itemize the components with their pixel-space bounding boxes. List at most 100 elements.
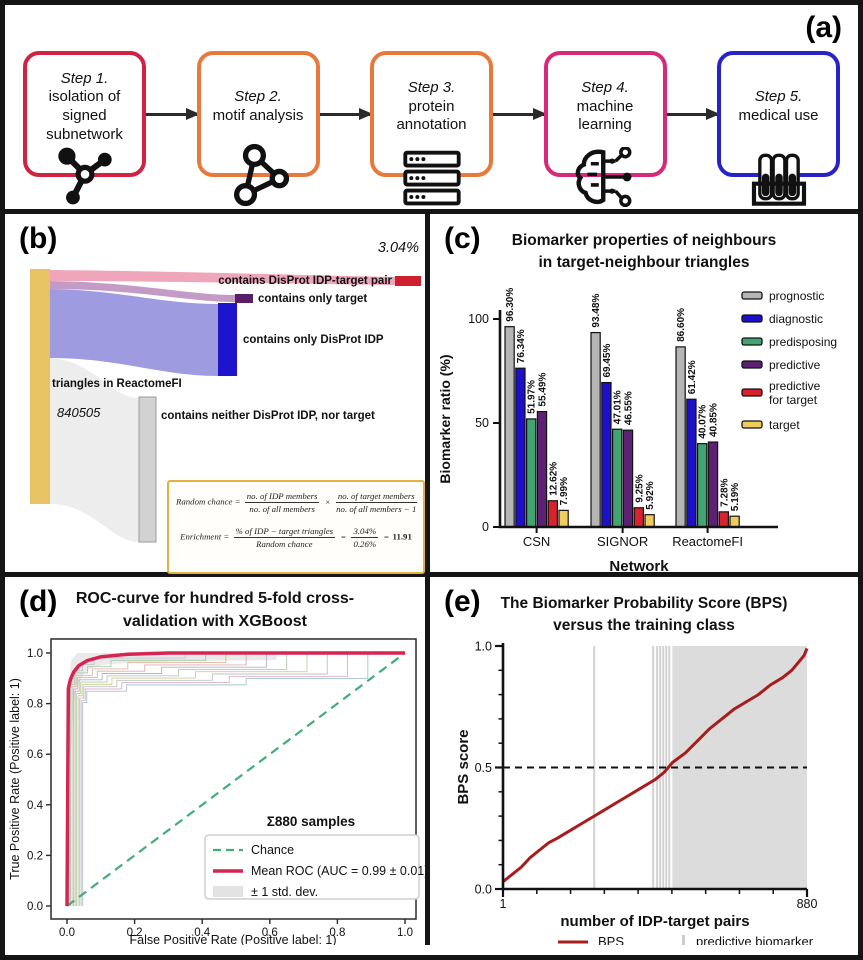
legend-label: prognostic bbox=[769, 289, 824, 303]
step-3-title: Step 3. bbox=[407, 78, 456, 96]
bar bbox=[729, 515, 740, 528]
bar bbox=[622, 429, 634, 528]
bar-value-label: 93.48% bbox=[591, 294, 602, 328]
x-tick-label: 0.8 bbox=[329, 927, 345, 939]
flow-arrow bbox=[666, 108, 720, 120]
signed-subnetwork-icon bbox=[54, 145, 116, 207]
sankey-flow-idp-target-pair bbox=[50, 270, 395, 285]
x-tick-label: 1 bbox=[500, 897, 507, 911]
plot-frame bbox=[50, 638, 417, 920]
step-1-title: Step 1. bbox=[60, 69, 109, 87]
sankey-label: contains DisProt IDP-target pair bbox=[218, 275, 392, 287]
flow-arrow bbox=[319, 108, 373, 120]
x-tick-label: SIGNOR bbox=[597, 534, 648, 549]
panel-e: (e) The Biomarker Probability Score (BPS… bbox=[430, 577, 858, 945]
x-axis-label: False Positive Rate (Positive label: 1) bbox=[129, 933, 336, 945]
formula-fraction: 3.04%0.26% bbox=[351, 526, 379, 549]
y-tick-label: 0.5 bbox=[475, 761, 492, 775]
fold-roc-line bbox=[77, 652, 405, 906]
y-tick-label: 0.4 bbox=[27, 800, 44, 812]
bar-value-label: 51.97% bbox=[527, 380, 538, 414]
enrichment-result: 11.91 bbox=[392, 531, 412, 542]
legend-box bbox=[204, 834, 420, 900]
sankey-label: contains neither DisProt IDP, nor target bbox=[161, 410, 375, 422]
legend-label: predictive biomarker bbox=[696, 934, 814, 945]
bar-value-label: 55.49% bbox=[538, 373, 549, 407]
legend-swatch bbox=[741, 420, 763, 429]
predictive-region bbox=[672, 646, 807, 889]
step-5-text: Step 5.medical use bbox=[738, 88, 818, 126]
fold-roc-line bbox=[82, 652, 405, 906]
sankey-source-label: triangles in ReactomeFI bbox=[52, 378, 182, 390]
legend-biomarker-sample bbox=[682, 935, 685, 945]
y-tick-label: 0.2 bbox=[27, 850, 43, 862]
bar bbox=[707, 441, 719, 528]
bar-value-label: 7.28% bbox=[719, 478, 730, 506]
sankey-annotation: 3.04% bbox=[378, 240, 419, 256]
flow-arrow bbox=[493, 108, 546, 120]
x-tick-label: 0.2 bbox=[127, 927, 143, 939]
bar-value-label: 5.19% bbox=[730, 483, 741, 511]
bar bbox=[558, 509, 569, 528]
x-tick-label: 0.0 bbox=[59, 927, 75, 939]
panel-d-label: (d) bbox=[19, 585, 58, 618]
bar-chart: 96.30%76.34%51.97%55.49%12.62%7.99%CSN93… bbox=[437, 288, 837, 575]
bar bbox=[718, 511, 730, 528]
x-axis-label: number of IDP-target pairs bbox=[560, 913, 749, 930]
step-4-desc: machine learning bbox=[576, 97, 634, 134]
bar bbox=[697, 443, 708, 528]
legend-swatch bbox=[741, 337, 763, 346]
legend-label: for target bbox=[769, 393, 818, 407]
fold-roc-line bbox=[79, 652, 405, 906]
bar bbox=[612, 428, 623, 528]
step-3-text: Step 3.protein annotation bbox=[396, 79, 466, 135]
bar bbox=[686, 398, 697, 528]
legend-swatch bbox=[741, 314, 763, 323]
bps-chart-title: The Biomarker Probability Score (BPS) ve… bbox=[500, 595, 788, 635]
server-stack-icon bbox=[401, 150, 463, 207]
formula-lhs: Enrichment = bbox=[180, 531, 230, 542]
panel-c-label: (c) bbox=[444, 222, 481, 255]
y-axis-label: True Positive Rate (Positive label: 1) bbox=[8, 678, 22, 880]
bar bbox=[675, 346, 686, 528]
fold-roc-line bbox=[71, 652, 405, 906]
step-5-title: Step 5. bbox=[754, 88, 803, 106]
legend-label: target bbox=[769, 418, 800, 432]
flow-arrow bbox=[146, 108, 199, 120]
motif-triangle-icon bbox=[226, 143, 290, 207]
workflow-step-3: Step 3.protein annotation bbox=[370, 51, 493, 206]
workflow-step-2: Step 2.motif analysis bbox=[196, 51, 320, 207]
sankey-flow-neither bbox=[50, 358, 139, 542]
y-tick-label: 50 bbox=[475, 416, 489, 430]
legend-label: diagnostic bbox=[769, 312, 823, 326]
chance-line bbox=[66, 652, 406, 907]
bar-value-label: 9.25% bbox=[634, 474, 645, 502]
x-tick-label: 880 bbox=[797, 897, 818, 911]
workflow-step-1: Step 1.isolation of signed subnetwork bbox=[23, 51, 146, 205]
workflow: Step 1.isolation of signed subnetwork S bbox=[5, 5, 858, 207]
step-2-title: Step 2. bbox=[234, 88, 282, 106]
bar-value-label: 46.55% bbox=[624, 391, 635, 425]
enrichment-formula: Enrichment = % of IDP − target triangles… bbox=[180, 526, 412, 549]
x-axis-label: Network bbox=[609, 558, 669, 575]
fold-roc-line bbox=[80, 652, 405, 906]
sankey-flow-only-target bbox=[50, 281, 235, 302]
bar-value-label: 86.60% bbox=[676, 308, 687, 342]
step-1-text: Step 1.isolation of signed subnetwork bbox=[46, 70, 123, 145]
sankey-diagram: contains DisProt IDP-target pair contains… bbox=[30, 240, 421, 543]
machine-learning-icon bbox=[573, 146, 637, 207]
bar bbox=[601, 381, 612, 528]
sankey-node-idp-target-pair bbox=[395, 276, 421, 286]
fold-roc-line bbox=[73, 652, 405, 906]
panel-b-label: (b) bbox=[19, 222, 58, 255]
legend-label: predictive bbox=[769, 379, 821, 393]
bar-value-label: 7.99% bbox=[559, 477, 570, 505]
samples-annotation: Σ880 samples bbox=[267, 814, 355, 829]
step-4-text: Step 4.machine learning bbox=[577, 79, 634, 135]
x-tick-label: 0.6 bbox=[262, 927, 278, 939]
bar-value-label: 12.62% bbox=[548, 462, 559, 496]
x-tick-label: 0.4 bbox=[194, 927, 211, 939]
